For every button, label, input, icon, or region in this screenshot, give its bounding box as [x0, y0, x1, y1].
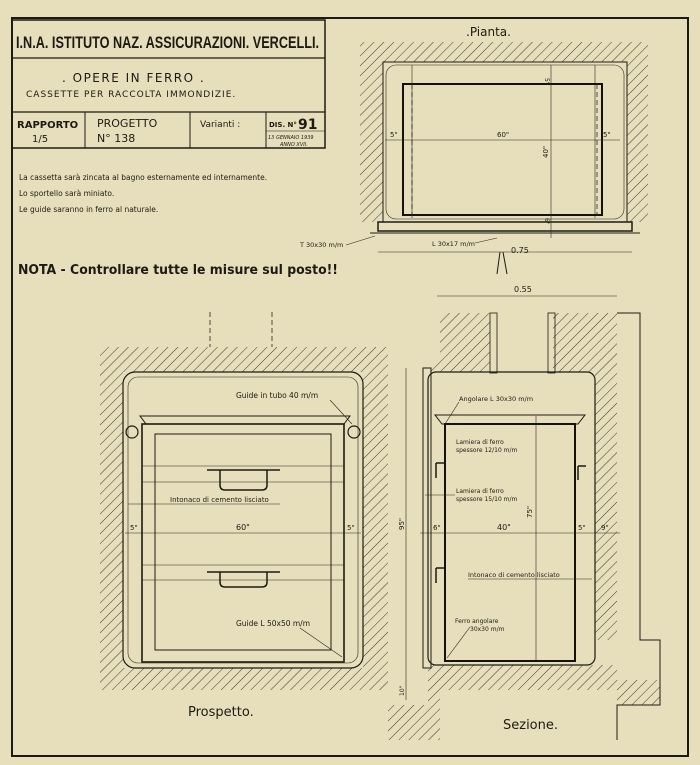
dim-label: 5" [347, 524, 355, 532]
dim-label: 5" [543, 78, 550, 85]
plan-view: .Pianta. 5" 60" 5" 5" 40" 6" T 30x30 m/m… [299, 25, 648, 275]
notes: La cassetta sarà zincata al bagno estern… [18, 173, 338, 278]
drawing-date: 13 GENNAIO 1939 [268, 135, 314, 141]
plan-title: .Pianta. [466, 25, 511, 39]
subject-subtitle: CASSETTE PER RACCOLTA IMMONDIZIE. [26, 90, 236, 100]
annotation: Lamiera di ferro [456, 488, 504, 495]
variants-label: Varianti : [200, 120, 240, 130]
annotation: Guide L 50x50 m/m [236, 619, 310, 628]
dim-label: 95" [398, 518, 406, 530]
dim-label: 10" [399, 685, 406, 696]
subject-title: . OPERE IN FERRO . [62, 71, 205, 85]
title-block: I.N.A. ISTITUTO NAZ. ASSICURAZIONI. VERC… [11, 19, 326, 149]
note-line: Le guide saranno in ferro al naturale. [19, 205, 158, 214]
dim-label: 60" [497, 131, 509, 139]
annotation: Angolare L 30x30 m/m [459, 395, 533, 403]
nota-warning: NOTA - Controllare tutte le misure sul p… [18, 263, 338, 278]
section-view: 0.55 6" 40" 5" 9" 75" 95" 10" Angolare L… [388, 285, 661, 740]
dim-label: 75" [526, 506, 534, 518]
dim-label: 0.75 [511, 246, 529, 255]
annotation: Lamiera di ferro [456, 439, 504, 446]
drawing-year: ANNO XVII. [279, 142, 308, 148]
annotation: spessore 15/10 m/m [456, 496, 518, 503]
annotation: Intonaco di cemento lisciato [468, 571, 560, 579]
handle-icon [207, 571, 280, 588]
drawing-label: DIS. N° [269, 121, 297, 129]
note-line: La cassetta sarà zincata al bagno estern… [19, 173, 267, 182]
front-elevation: 5" 60" 5" Guide in tubo 40 m/m Intonaco … [100, 312, 388, 720]
section-title: Sezione. [503, 718, 558, 733]
annotation: Guide in tubo 40 m/m [236, 391, 318, 400]
dim-label: 60" [236, 523, 250, 532]
annotation: spessore 12/10 m/m [456, 447, 518, 454]
dim-label: 40" [497, 523, 511, 532]
institution-title: I.N.A. ISTITUTO NAZ. ASSICURAZIONI. VERC… [16, 32, 319, 51]
handle-icon [207, 469, 280, 491]
dim-label: 40" [542, 146, 550, 158]
annotation: 30x30 m/m [470, 626, 505, 633]
project-value: N° 138 [97, 132, 135, 145]
dim-label: 6" [543, 218, 550, 225]
profile-label: L 30x17 m/m [432, 240, 475, 248]
elevation-title: Prospetto. [188, 705, 254, 720]
annotation: Ferro angolare [455, 618, 499, 625]
dim-label: 9" [601, 524, 609, 532]
scale-value: 1/5 [32, 134, 48, 145]
dim-label: 5" [578, 524, 586, 532]
dim-label: 5" [130, 524, 138, 532]
dim-label: 0.55 [514, 285, 532, 294]
project-label: PROGETTO [97, 117, 158, 130]
dim-label: 6" [433, 524, 441, 532]
dim-label: 5" [390, 131, 398, 139]
sheet-border [11, 17, 689, 757]
drawing-number: 91 [298, 117, 317, 133]
profile-label: T 30x30 m/m [299, 241, 343, 249]
scale-label: RAPPORTO [17, 120, 78, 131]
dim-label: 5" [603, 131, 611, 139]
annotation: Intonaco di cemento lisciato [170, 496, 269, 504]
note-line: Lo sportello sarà miniato. [19, 189, 114, 198]
hinge-icon [435, 462, 586, 583]
